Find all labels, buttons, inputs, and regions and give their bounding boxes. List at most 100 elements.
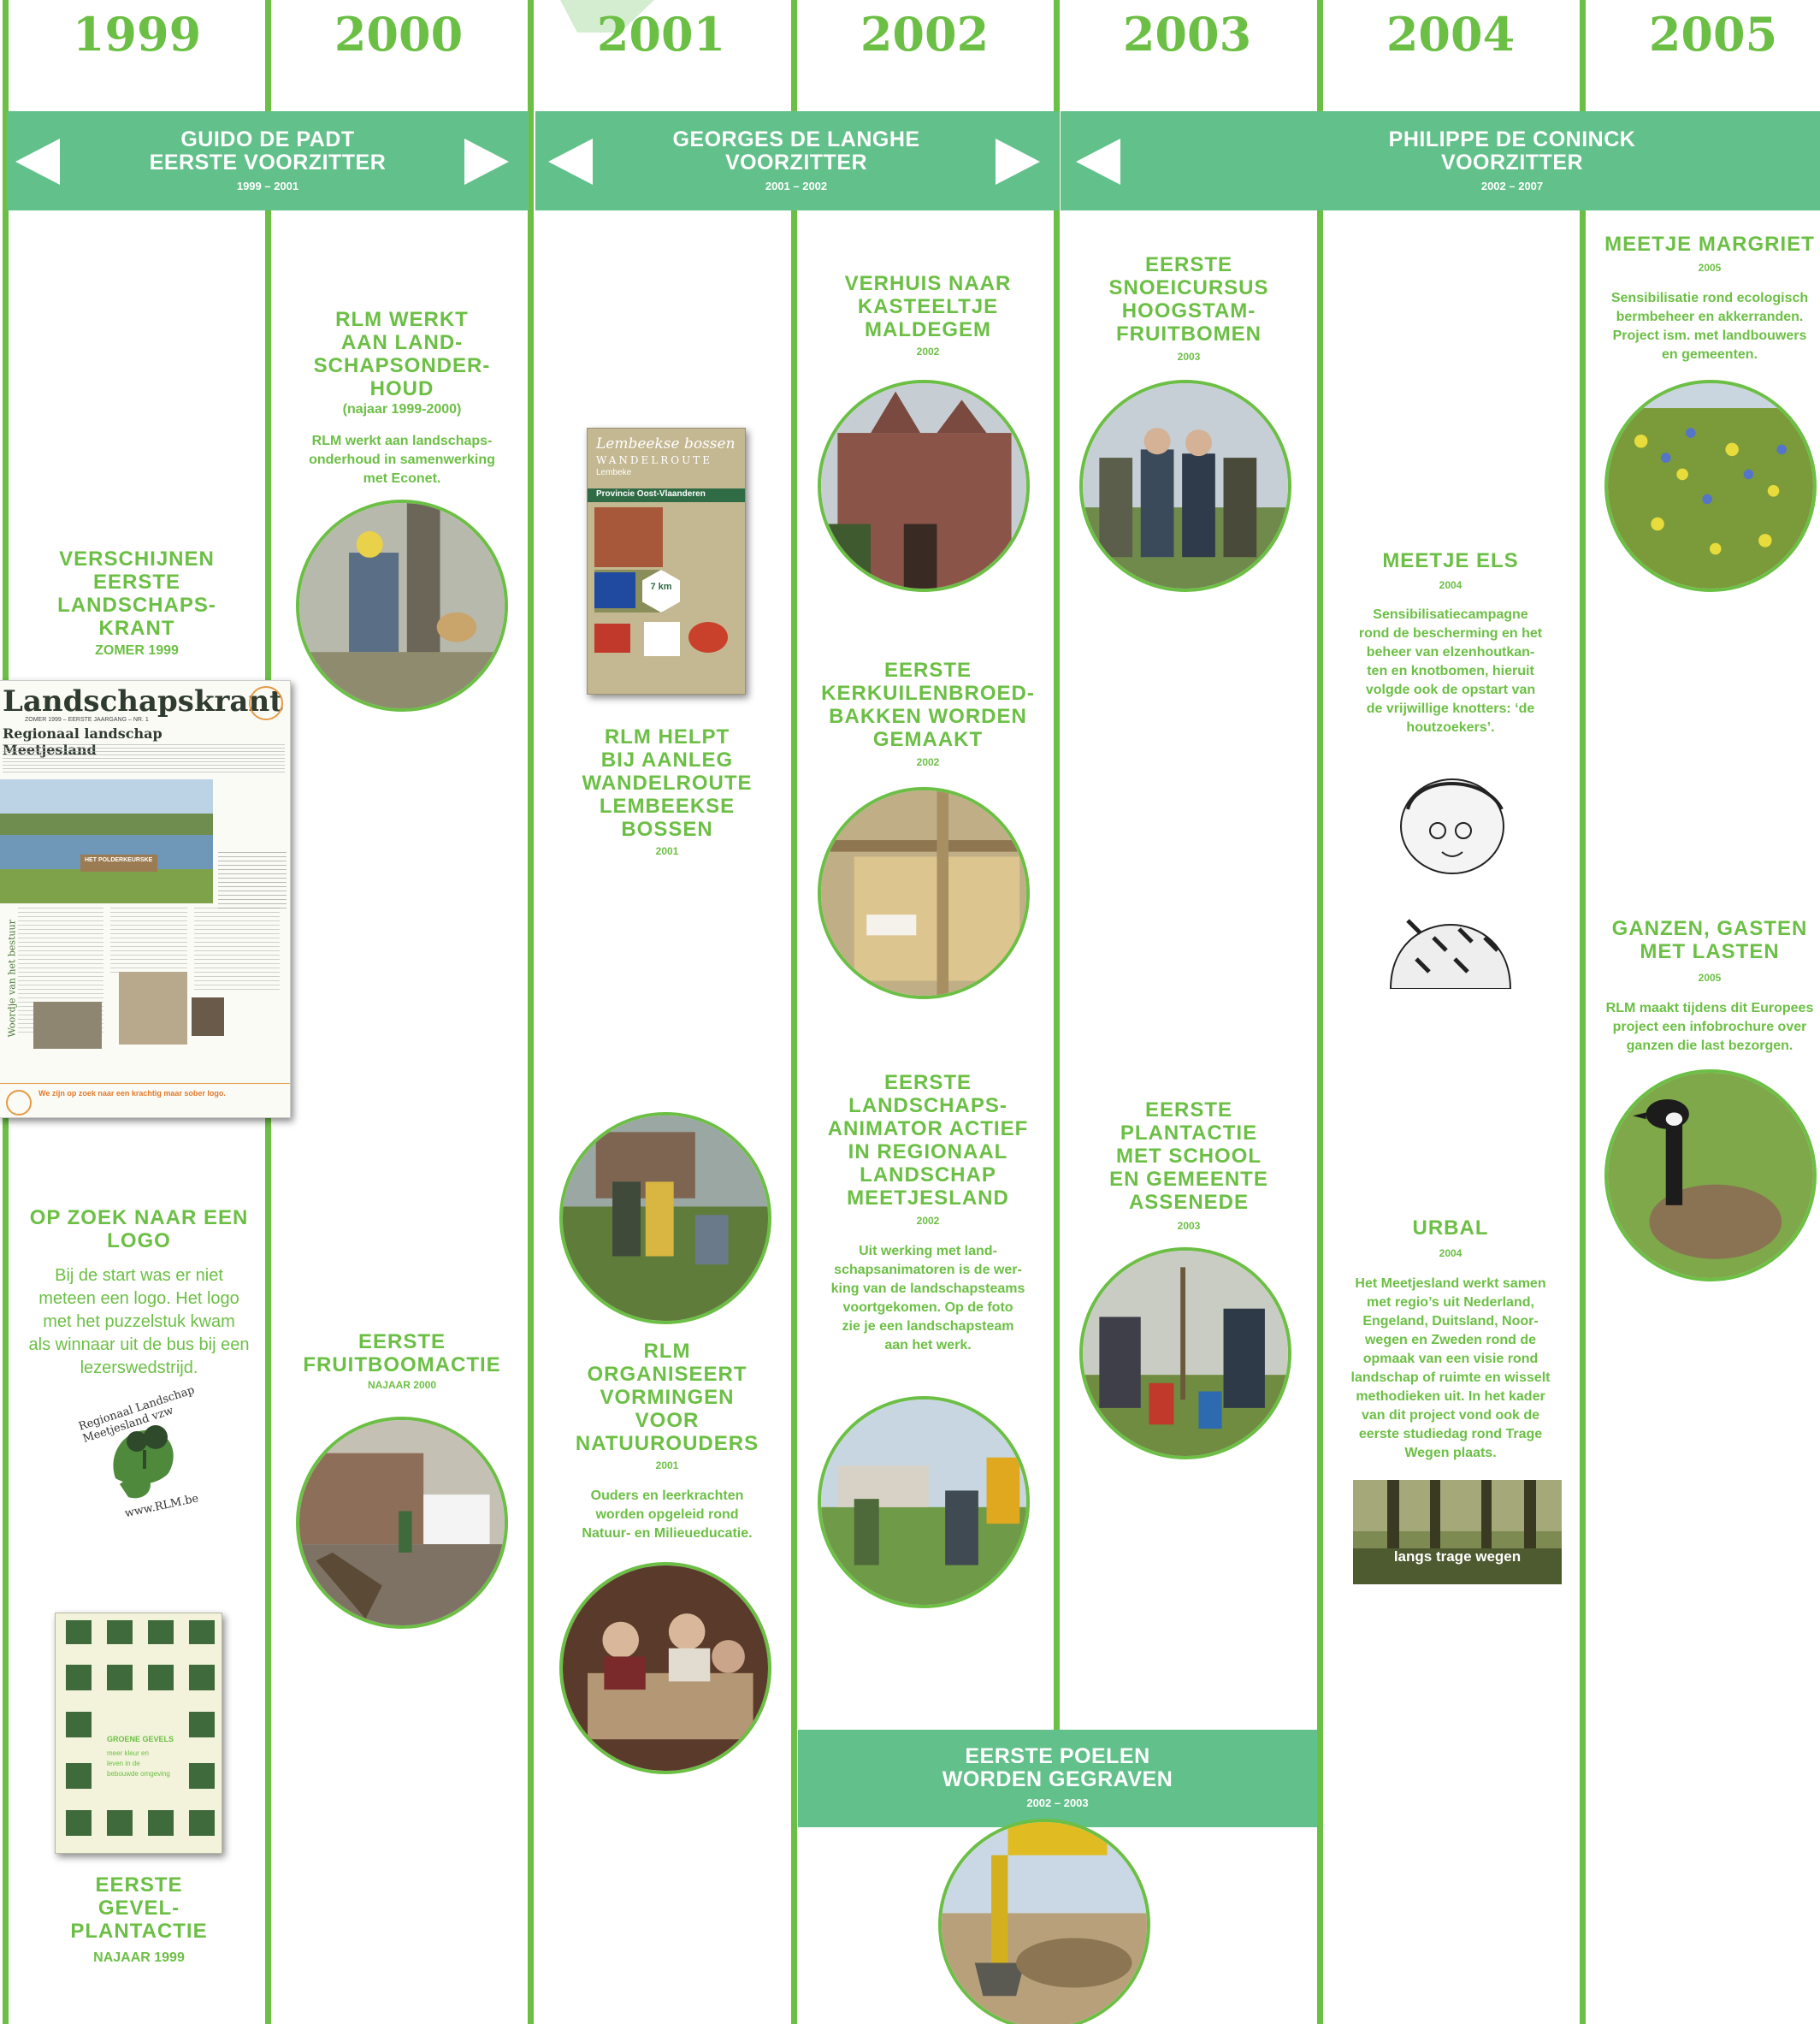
krant-photo-church — [119, 972, 187, 1045]
krant-landscape-photo — [0, 779, 213, 903]
meetje-els-drawing — [1374, 766, 1524, 989]
poelen-dates: 2002 – 2003 — [1026, 1796, 1089, 1809]
arrow-left-icon — [15, 139, 60, 185]
event-wandelroute-title: RLM HELPT BIJ AANLEG WANDELROUTE LEMBEEK… — [582, 725, 753, 841]
chair-dates: 2001 – 2002 — [765, 180, 828, 192]
timeline-line-2004 — [1317, 0, 1323, 2024]
chair-title: GUIDO DE PADT EERSTE VOORZITTER — [149, 127, 387, 175]
chair-title: GEORGES DE LANGHE VOORZITTER — [672, 127, 920, 175]
event-margriet-text: Sensibilisatie rond ecologisch bermbehee… — [1610, 291, 1809, 362]
event-kerkuil-date: 2002 — [916, 756, 940, 768]
timeline-line-2005 — [1580, 0, 1586, 2024]
photo-training-session — [559, 1562, 771, 1774]
krant-column-title: Woordje van het bestuur — [6, 920, 18, 1038]
lembeekse-bossen-brochure: Lembeekse bossen WANDELROUTE Lembeke Pro… — [587, 428, 746, 695]
partner-logo-icon — [644, 622, 680, 656]
event-ganzen-text: RLM maakt tijdens dit Europees project e… — [1605, 1001, 1814, 1053]
year-2005: 2005 — [1648, 7, 1778, 62]
brochure-lembeek-sub3: Provincie Oost-Vlaanderen — [596, 489, 706, 499]
chair-dates: 1999 – 2001 — [236, 180, 299, 192]
photo-canada-goose — [1604, 1069, 1817, 1281]
year-1999: 1999 — [72, 7, 202, 62]
chair-dates: 2002 – 2007 — [1480, 180, 1544, 192]
event-gevel-date: NAJAAR 1999 — [93, 1950, 185, 1965]
event-plantactie-date: 2003 — [1177, 1220, 1201, 1232]
event-ganzen-date: 2005 — [1698, 972, 1722, 984]
arrow-right-icon — [996, 139, 1040, 185]
event-onderhoud-title: RLM WERKT AAN LAND- SCHAPSONDER- HOUD — [313, 308, 491, 400]
photo-fruittree-action — [296, 1417, 508, 1629]
timeline-line-2002 — [791, 0, 797, 2024]
year-2004: 2004 — [1386, 7, 1516, 62]
event-meetjeels-title: MEETJE ELS — [1382, 549, 1519, 572]
event-margriet-title: MEETJE MARGRIET — [1604, 233, 1815, 256]
photo-excavator-pond — [938, 1819, 1150, 2024]
arrow-left-icon — [1076, 139, 1120, 185]
photo-landscape-team — [818, 1396, 1030, 1608]
chair-title: PHILIPPE DE CONINCK VOORZITTER — [1388, 127, 1636, 175]
krant-issue: ZOMER 1999 – EERSTE JAARGANG – NR. 1 — [25, 717, 149, 723]
krant-footer: We zijn op zoek naar een krachtig maar s… — [38, 1089, 226, 1098]
decorative-chevron-icon — [560, 0, 654, 33]
event-margriet-date: 2005 — [1698, 262, 1722, 274]
year-2003: 2003 — [1122, 7, 1252, 62]
arrow-left-icon — [548, 139, 593, 185]
arrow-right-icon — [464, 139, 509, 185]
eu-flag-icon — [594, 572, 635, 608]
photo-field-work — [559, 1112, 771, 1324]
timeline-line-2003 — [1054, 0, 1060, 2024]
event-fruitboom-title: EERSTE FRUITBOOMACTIE — [303, 1330, 501, 1376]
year-2000: 2000 — [334, 7, 464, 62]
trage-wegen-image: langs trage wegen — [1353, 1480, 1562, 1584]
event-gevel-title: EERSTE GEVEL- PLANTACTIE — [70, 1873, 208, 1943]
distance-label: 7 km — [650, 582, 672, 592]
event-natuurouders-text: Ouders en leerkrachten worden opgeleid r… — [582, 1488, 753, 1541]
window-grid-pattern — [66, 1620, 215, 1836]
trage-wegen-label: langs trage wegen — [1393, 1548, 1522, 1565]
event-verhuis-date: 2002 — [916, 346, 940, 358]
event-animator-text: Uit werking met land- schapsanimatoren i… — [830, 1244, 1025, 1352]
krant-sign: HET POLDERKEURSKE — [85, 857, 153, 863]
event-onderhoud-text: RLM werkt aan landschaps- onderhoud in s… — [309, 434, 495, 486]
event-onderhoud-sub: (najaar 1999-2000) — [342, 402, 462, 417]
event-urbal-date: 2004 — [1439, 1247, 1462, 1259]
event-animator-title: EERSTE LANDSCHAPS- ANIMATOR ACTIEF IN RE… — [827, 1071, 1029, 1210]
brochure-lembeek-sub2: Lembeke — [596, 468, 632, 477]
poelen-band: EERSTE POELEN WORDEN GEGRAVEN 2002 – 200… — [798, 1730, 1317, 1827]
event-kerkuil-title: EERSTE KERKUILENBROED- BAKKEN WORDEN GEM… — [821, 659, 1035, 751]
event-verhuis-title: VERHUIS NAAR KASTEELTJE MALDEGEM — [844, 272, 1012, 341]
province-logo-icon — [594, 624, 630, 653]
krant-masthead: Landschapskrant — [3, 684, 283, 719]
year-2002: 2002 — [860, 7, 990, 62]
event-animator-date: 2002 — [916, 1215, 940, 1227]
event-urbal-text: Het Meetjesland werkt samen met regio’s … — [1350, 1276, 1551, 1460]
event-logo-text: Bij de start was er niet meteen een logo… — [28, 1266, 250, 1377]
chair-band-georges: GEORGES DE LANGHE VOORZITTER 2001 – 2002 — [535, 111, 1059, 210]
landschapskrant-image: Landschapskrant ZOMER 1999 – EERSTE JAAR… — [0, 680, 291, 1118]
photo-castle-maldegem — [818, 380, 1030, 592]
brochure-gevels-text: meer kleur en leven in de bebouwde omgev… — [107, 1749, 170, 1778]
photo-school-planting — [1079, 1247, 1291, 1459]
krant-photo-meeting — [33, 1002, 102, 1049]
event-plantactie-title: EERSTE PLANTACTIE MET SCHOOL EN GEMEENTE… — [1109, 1098, 1268, 1214]
groene-gevels-brochure: GROENE GEVELS meer kleur en leven in de … — [55, 1613, 222, 1854]
chair-band-philippe: PHILIPPE DE CONINCK VOORZITTER 2002 – 20… — [1061, 111, 1820, 210]
event-natuurouders-title: RLM ORGANISEERT VORMINGEN VOOR NATUUROUD… — [575, 1340, 759, 1455]
event-logo-title: OP ZOEK NAAR EEN LOGO — [29, 1206, 249, 1252]
event-krant-title: VERSCHIJNEN EERSTE LANDSCHAPS- KRANT — [57, 547, 216, 640]
photo-wildflower-verge — [1604, 380, 1817, 592]
event-ganzen-title: GANZEN, GASTEN MET LASTEN — [1611, 917, 1808, 963]
logo-stamp-icon — [6, 1090, 32, 1116]
event-natuurouders-date: 2001 — [655, 1459, 679, 1471]
brochure-gevels-title: GROENE GEVELS — [107, 1735, 174, 1743]
brochure-lembeek-sub1: WANDELROUTE — [596, 454, 713, 466]
mushroom-icon — [688, 622, 728, 653]
event-wandelroute-date: 2001 — [655, 845, 679, 857]
photo-owl-nestbox — [818, 787, 1030, 999]
chair-band-guido: GUIDO DE PADT EERSTE VOORZITTER 1999 – 2… — [7, 111, 529, 210]
event-meetjeels-date: 2004 — [1439, 579, 1462, 591]
event-snoei-date: 2003 — [1177, 351, 1201, 363]
event-snoei-title: EERSTE SNOEICURSUS HOOGSTAM- FRUITBOMEN — [1108, 253, 1269, 346]
event-meetjeels-text: Sensibilisatiecampagne rond de beschermi… — [1358, 607, 1543, 735]
event-krant-date: ZOMER 1999 — [95, 643, 179, 658]
